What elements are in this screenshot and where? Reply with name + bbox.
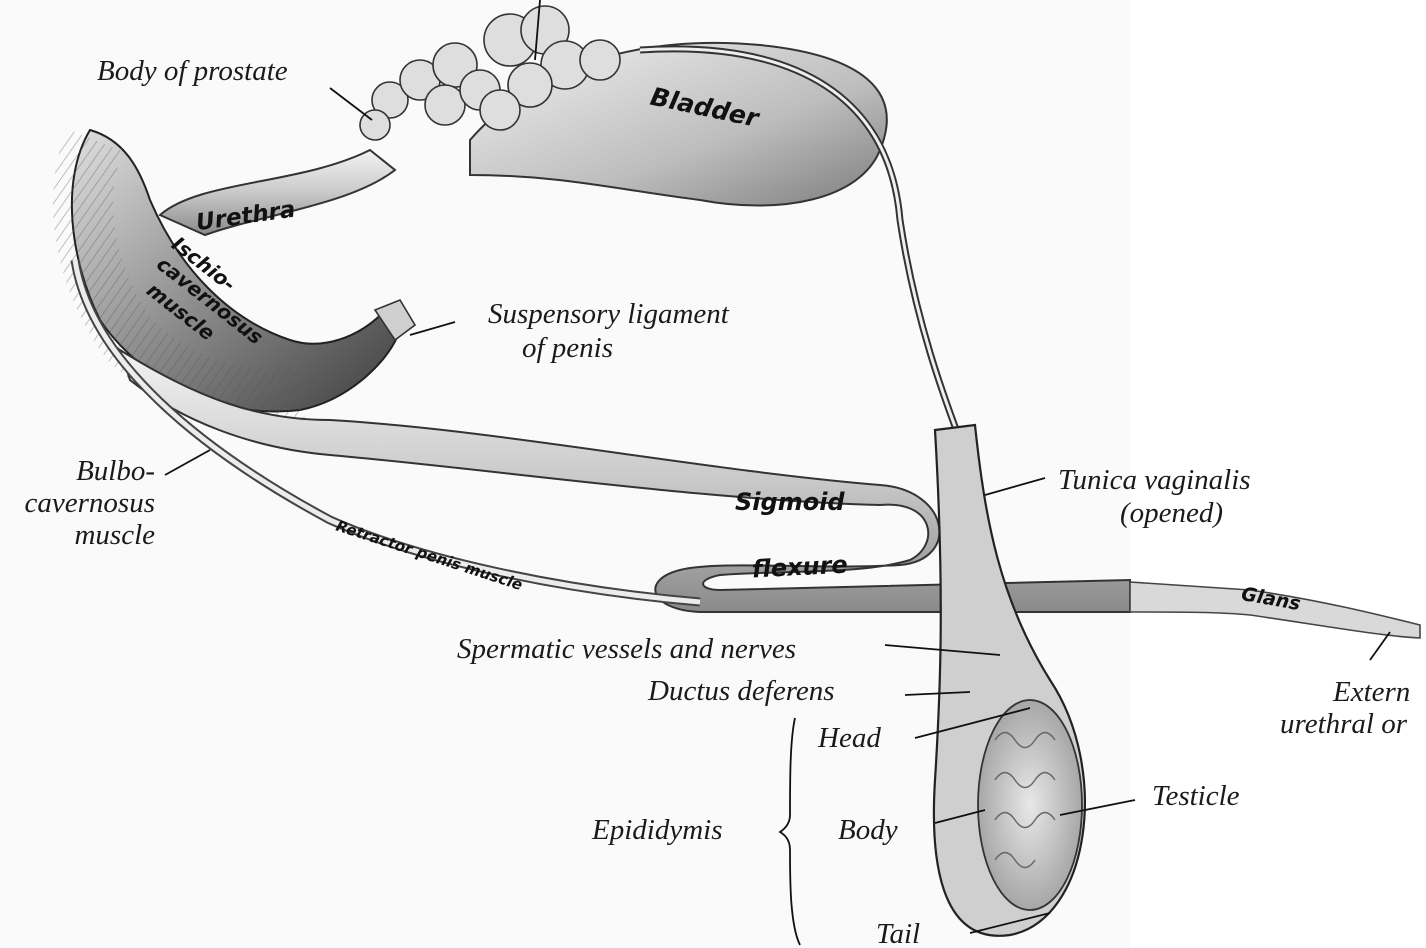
label-epididymis-head: Head bbox=[818, 722, 881, 754]
testicle bbox=[977, 699, 1083, 911]
label-external-urethral-line2: urethral or bbox=[1280, 708, 1408, 740]
label-bulbocavernosus-line3: muscle bbox=[74, 519, 155, 551]
label-epididymis-tail: Tail bbox=[876, 918, 921, 948]
suspensory-ligament bbox=[373, 299, 417, 342]
label-epididymis-body: Body bbox=[838, 814, 898, 846]
pelvic-urethra bbox=[158, 148, 397, 237]
label-tunica-vaginalis-line2: (opened) bbox=[1120, 497, 1224, 529]
label-ductus-deferens: Ductus deferens bbox=[648, 675, 835, 707]
label-epididymis: Epididymis bbox=[592, 814, 723, 846]
label-external-urethral-line1: Extern bbox=[1333, 676, 1411, 708]
label-testicle: Testicle bbox=[1152, 780, 1240, 812]
label-bulbocavernosus-line1: Bulbo- bbox=[76, 455, 155, 487]
organ-label-retractor: Retractor penis muscle bbox=[334, 517, 525, 594]
label-body-of-prostate: Body of prostate bbox=[97, 55, 288, 87]
label-spermatic-vessels: Spermatic vessels and nerves bbox=[457, 633, 797, 665]
testicle-texture bbox=[994, 731, 1056, 869]
label-suspensory-ligament-line2: of penis bbox=[522, 332, 614, 364]
organ-label-flexure: flexure bbox=[751, 551, 848, 584]
penis-distal bbox=[1129, 581, 1421, 639]
organ-label-sigmoid: Sigmoid bbox=[735, 488, 845, 516]
page-margin bbox=[1130, 0, 1426, 948]
penis-shaft bbox=[118, 347, 1131, 613]
label-suspensory-ligament-line1: Suspensory ligament bbox=[488, 298, 729, 330]
leader-lines bbox=[164, 0, 1391, 946]
label-tunica-vaginalis-line1: Tunica vaginalis bbox=[1058, 464, 1251, 496]
label-bulbocavernosus-line2: cavernosus bbox=[24, 487, 155, 519]
